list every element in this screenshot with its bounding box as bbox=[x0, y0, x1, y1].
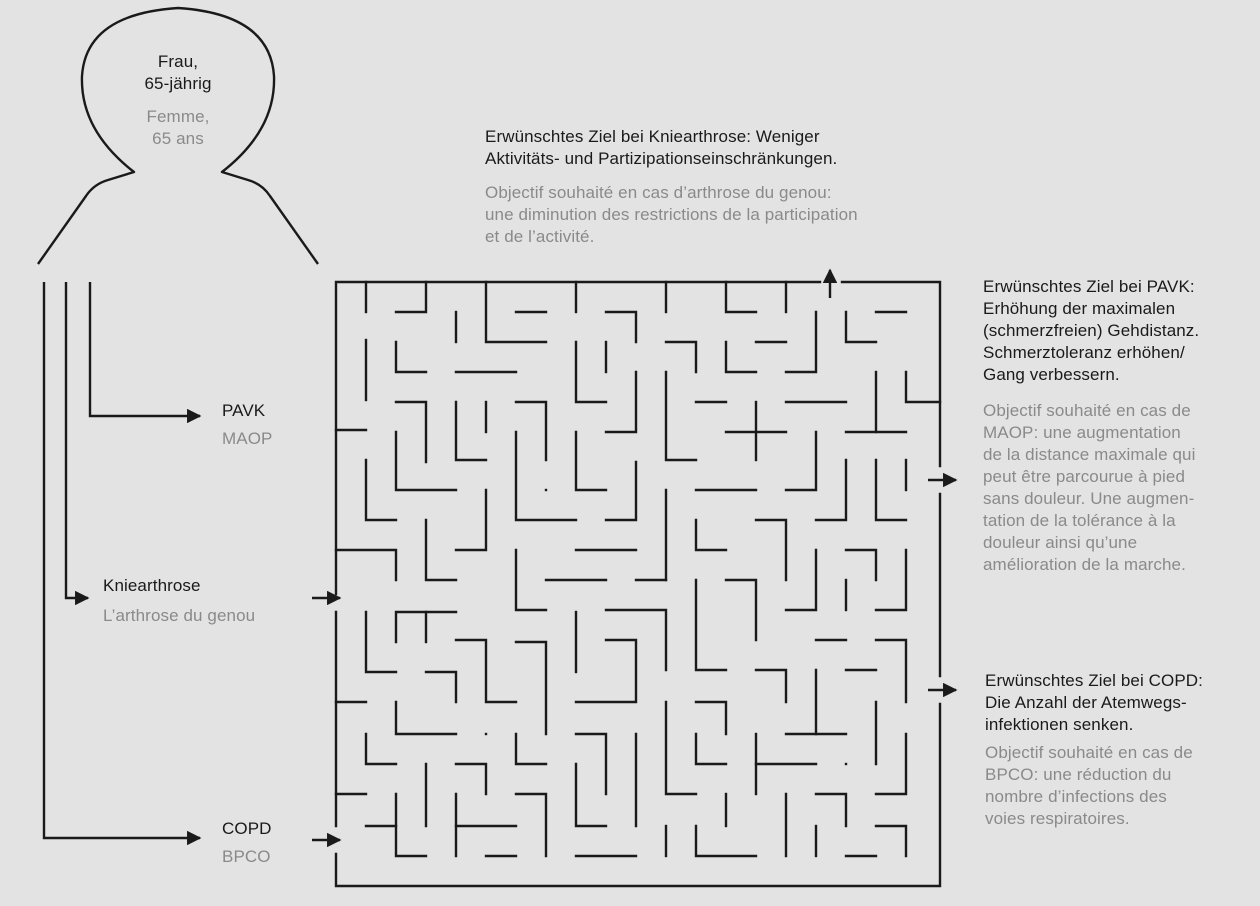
person-label-de: Frau, 65-jährig bbox=[144, 52, 212, 93]
connector-pavk bbox=[88, 282, 202, 424]
person-silhouette bbox=[37, 6, 319, 265]
person-label-fr: Femme, 65 ans bbox=[146, 107, 210, 148]
condition-copd-de: COPD bbox=[222, 819, 272, 838]
condition-knee-fr: L’arthrose du genou bbox=[103, 606, 256, 625]
goal-pavk-de: Erwünschtes Ziel bei PAVK: Erhöhung der … bbox=[983, 277, 1200, 384]
connector-knee bbox=[64, 282, 90, 606]
condition-copd-fr: BPCO bbox=[222, 847, 271, 866]
goal-knee-de: Erwünschtes Ziel bei Kniearthrose: Wenig… bbox=[485, 127, 838, 168]
goal-copd-de: Erwünschtes Ziel bei COPD: Die Anzahl de… bbox=[985, 671, 1204, 734]
maze bbox=[334, 280, 942, 888]
goal-pavk-fr: Objectif souhaité en cas de MAOP: une au… bbox=[983, 401, 1196, 574]
condition-pavk-fr: MAOP bbox=[222, 429, 273, 448]
goal-knee-fr: Objectif souhaité en cas d’arthrose du g… bbox=[485, 183, 858, 246]
condition-pavk-de: PAVK bbox=[222, 401, 266, 420]
goal-copd-fr: Objectif souhaité en cas de BPCO: une ré… bbox=[985, 743, 1193, 828]
condition-knee-de: Kniearthrose bbox=[103, 576, 201, 595]
connector-copd bbox=[42, 282, 202, 846]
